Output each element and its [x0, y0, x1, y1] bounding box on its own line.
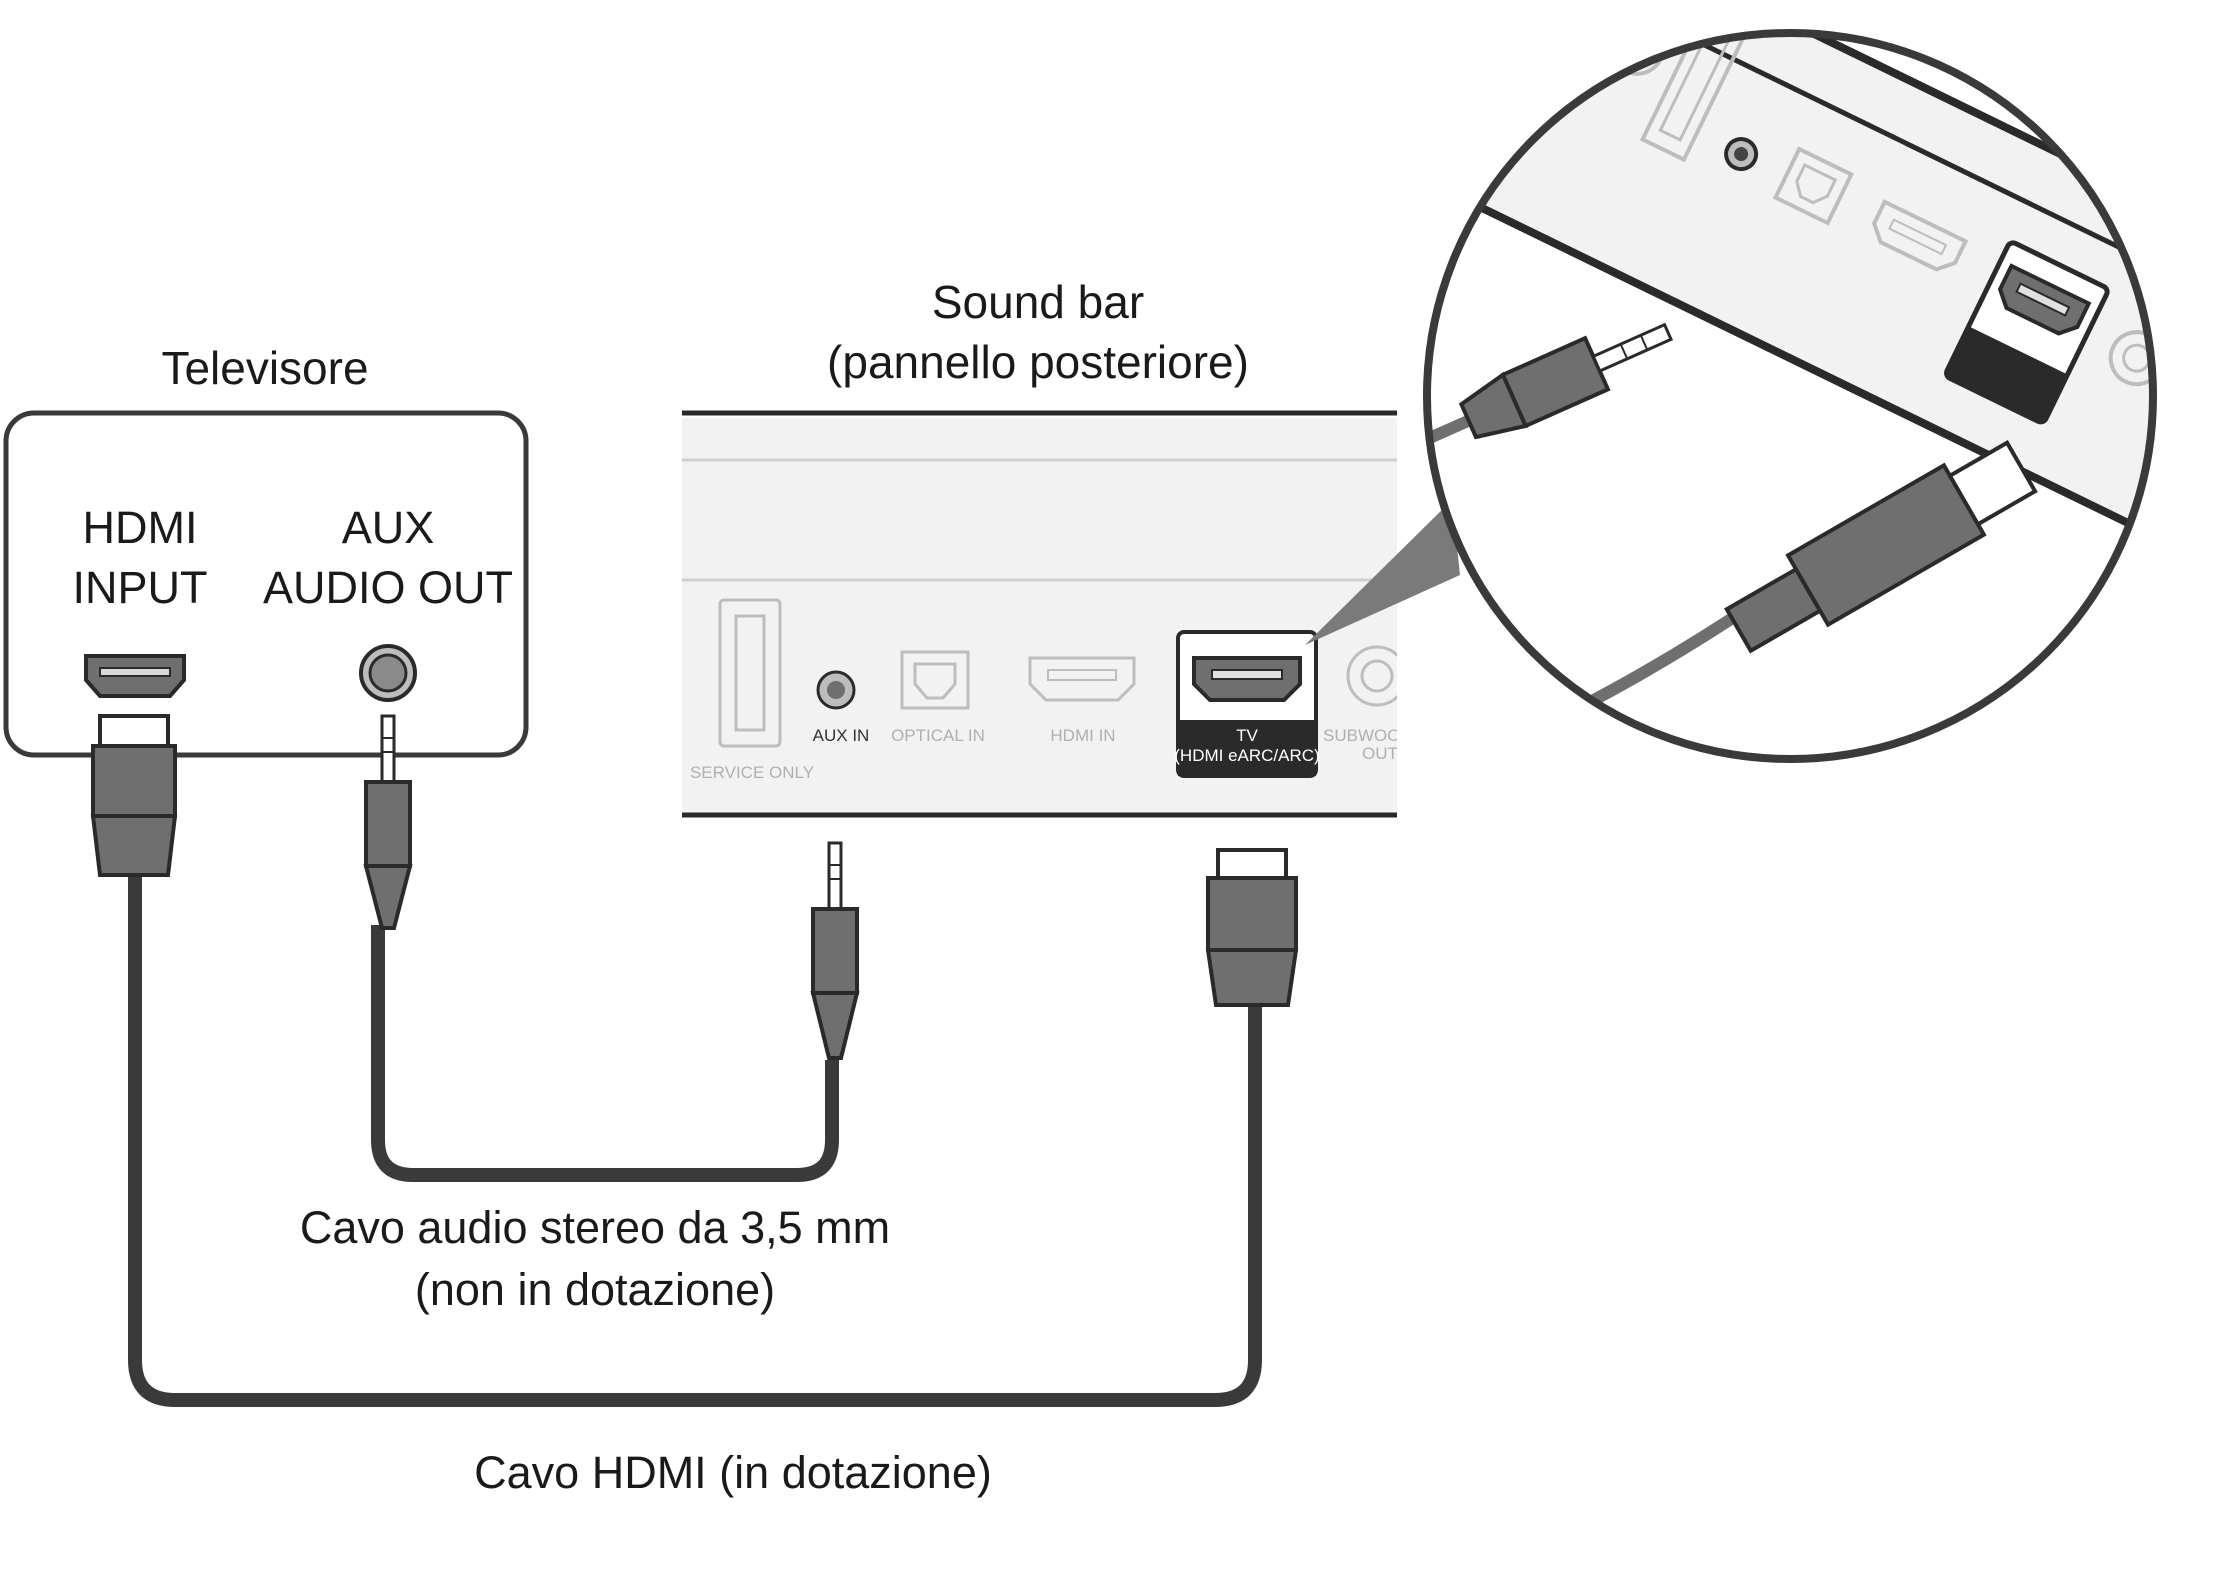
service-only-label: SERVICE ONLY	[690, 763, 814, 782]
tv-hdmi-label-line1: HDMI	[83, 502, 198, 553]
tv-earc-port-icon	[1176, 630, 1318, 778]
optical-in-port-icon	[900, 650, 970, 710]
soundbar-side-hdmi-plug-icon	[1205, 848, 1299, 1007]
hdmi-cable	[128, 875, 1262, 1407]
subwoofer-out-label-line2: OUT	[1362, 744, 1398, 763]
service-only-usb-port-icon	[718, 598, 782, 748]
soundbar-title-line1: Sound bar	[932, 276, 1144, 328]
tv-aux-label-line1: AUX	[342, 502, 435, 553]
tv-side-audio-jack-icon	[363, 714, 413, 930]
soundbar-side-audio-jack-icon	[810, 841, 860, 1060]
zoom-detail	[1427, 33, 2153, 708]
audio-cable	[371, 925, 839, 1182]
hdmi-in-label: HDMI IN	[1050, 726, 1115, 745]
zoom-audio-jack-icon	[1427, 322, 1674, 451]
tv-title: Televisore	[161, 342, 368, 394]
hdmi-cable-caption: Cavo HDMI (in dotazione)	[474, 1447, 992, 1498]
tv-aux-port-icon	[359, 644, 417, 702]
tv-aux-label-line2: AUDIO OUT	[263, 562, 513, 613]
aux-in-port-icon	[816, 670, 856, 710]
audio-cable-caption-line1: Cavo audio stereo da 3,5 mm	[300, 1202, 890, 1253]
tv-hdmi-port-icon	[84, 654, 186, 698]
hdmi-in-port-icon	[1028, 656, 1136, 702]
subwoofer-out-label-line1: SUBWOOFER	[1323, 726, 1434, 745]
audio-cable-caption-line2: (non in dotazione)	[415, 1264, 775, 1315]
soundbar-rear-panel	[682, 410, 1397, 818]
zoom-circle-border	[1423, 29, 2157, 763]
tv-earc-label-line2: (HDMI eARC/ARC)	[1174, 746, 1319, 765]
tv-side-hdmi-plug-icon	[90, 714, 178, 877]
aux-in-label: AUX IN	[813, 726, 870, 745]
zoom-hdmi-plug-icon	[1724, 440, 2038, 654]
tv-earc-label-line1: TV	[1236, 726, 1258, 745]
subwoofer-out-port-icon	[1346, 645, 1397, 707]
soundbar-title-line2: (pannello posteriore)	[827, 336, 1249, 388]
optical-in-label: OPTICAL IN	[891, 726, 985, 745]
tv-hdmi-label-line2: INPUT	[73, 562, 208, 613]
zoom-callout-beam	[1305, 500, 1460, 645]
